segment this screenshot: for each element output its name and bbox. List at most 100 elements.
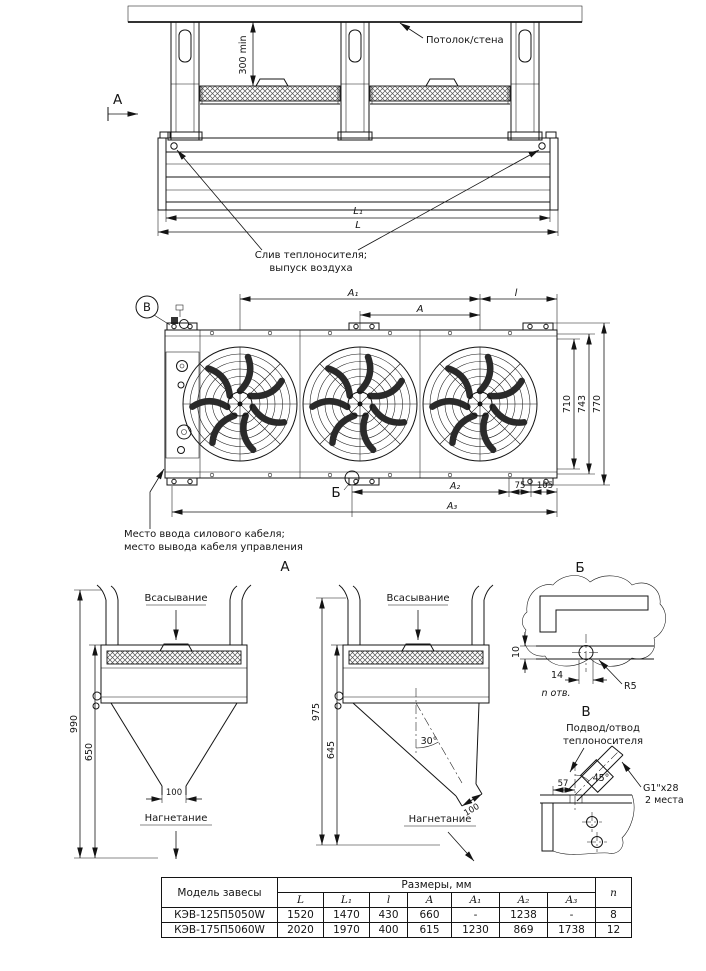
mount-tab bbox=[166, 322, 198, 331]
value-cell: 1520 bbox=[277, 907, 324, 923]
value-cell: - bbox=[547, 907, 596, 923]
dim-743-label: 743 bbox=[577, 395, 588, 413]
detail-v-circle bbox=[135, 295, 159, 319]
dim-L-label: L bbox=[355, 220, 361, 231]
dim-A: A bbox=[359, 304, 480, 330]
value-cell: 660 bbox=[407, 907, 452, 923]
fan-band-2 bbox=[369, 78, 511, 105]
col-A2: A₂ bbox=[499, 892, 548, 908]
drain-port-left bbox=[170, 142, 178, 150]
mount-tab bbox=[348, 322, 380, 331]
detail-b-title: Б bbox=[575, 560, 584, 576]
front-view: Потолок/стена 300 min А L₁ bbox=[107, 5, 583, 274]
ceiling-hatch bbox=[127, 5, 583, 23]
supply-note-line1: Подвод/отвод bbox=[566, 723, 640, 734]
hanger-bracket-3 bbox=[507, 21, 543, 141]
col-A1: A₁ bbox=[451, 892, 500, 908]
dim-A1: A₁ l bbox=[239, 288, 558, 330]
places-label: 2 места bbox=[645, 795, 684, 806]
hanger-bracket-1 bbox=[167, 21, 203, 141]
drain-port-right bbox=[538, 142, 546, 150]
dim-100-label: 100 bbox=[166, 788, 182, 798]
suction-label: Всасывание bbox=[144, 593, 207, 604]
value-cell: 1738 bbox=[547, 922, 596, 938]
col-l: l bbox=[369, 892, 408, 908]
view-a-label: А bbox=[113, 92, 123, 108]
detail-v-marker-label: В bbox=[143, 300, 151, 314]
value-cell: 2020 bbox=[277, 922, 324, 938]
value-cell: 400 bbox=[369, 922, 408, 938]
radius-label: R5 bbox=[624, 681, 637, 692]
drain-note-line2: выпуск воздуха bbox=[269, 263, 352, 274]
dim-l-label: l bbox=[515, 288, 518, 299]
fan-impeller-3 bbox=[423, 347, 537, 461]
suction-label: Всасывание bbox=[386, 593, 449, 604]
table-header-row: Модель завесы Размеры, мм n bbox=[161, 877, 632, 908]
section-a-title: А bbox=[280, 559, 290, 575]
detail-b: Б 10 14 n отв. R5 bbox=[511, 560, 666, 699]
dim-A2: A₂ 75 105 bbox=[351, 478, 558, 517]
dim-300-label: 300 min bbox=[238, 35, 249, 74]
dim-710: 710 bbox=[557, 338, 580, 470]
discharge-label: Нагнетание bbox=[145, 813, 208, 824]
value-cell: 1238 bbox=[499, 907, 548, 923]
table-row: КЭВ-175П5060W 2020 1970 400 615 1230 869… bbox=[161, 922, 632, 938]
model-header: Модель завесы bbox=[161, 877, 278, 908]
section-angled: Всасывание 30° 100 Нагнетание bbox=[311, 584, 494, 862]
table-subheader-row: L L₁ l A A₁ A₂ A₃ bbox=[162, 892, 632, 908]
model-cell: КЭВ-175П5060W bbox=[161, 922, 278, 938]
table-row: КЭВ-125П5050W 1520 1470 430 660 - 1238 -… bbox=[161, 907, 632, 923]
dim-A2-label: A₂ bbox=[449, 481, 460, 492]
drain-boss bbox=[344, 470, 360, 486]
value-cell: 1230 bbox=[451, 922, 500, 938]
ceiling-label: Потолок/стена bbox=[426, 35, 504, 46]
mount-tab bbox=[348, 477, 380, 486]
casing-screws bbox=[209, 330, 513, 478]
detail-v: В Подвод/отвод теплоносителя 45° 57 G1"х… bbox=[540, 704, 684, 855]
pipe-valve-icon bbox=[171, 304, 189, 329]
detail-b-marker-label: Б bbox=[331, 485, 340, 501]
dim-L: L bbox=[157, 210, 559, 236]
discharge-arrow-icon bbox=[447, 831, 475, 862]
fan-impeller-2 bbox=[303, 347, 417, 461]
dim-743: 743 bbox=[557, 333, 595, 475]
dim-650-label: 650 bbox=[84, 743, 95, 761]
value-cell: - bbox=[451, 907, 500, 923]
cable-note-line2: место вывода кабеля управления bbox=[124, 542, 303, 553]
dim-75-label: 75 bbox=[515, 481, 526, 491]
value-cell: 430 bbox=[369, 907, 408, 923]
n-cell: 12 bbox=[595, 922, 632, 938]
dim-57-label: 57 bbox=[558, 779, 569, 789]
hanger-bracket-2 bbox=[337, 21, 373, 141]
dim-10-label: 10 bbox=[511, 646, 522, 658]
cable-note-line1: Место ввода силового кабеля; bbox=[124, 529, 285, 540]
model-cell: КЭВ-125П5050W bbox=[161, 907, 278, 923]
mount-tab bbox=[522, 322, 554, 331]
dimensions-table: Модель завесы Размеры, мм n L L₁ l A A₁ … bbox=[161, 877, 632, 938]
value-cell: 1970 bbox=[323, 922, 370, 938]
col-A3: A₃ bbox=[547, 892, 596, 908]
cable-leader bbox=[149, 468, 165, 529]
holes-note-label: n отв. bbox=[541, 688, 570, 699]
thread-label: G1"х28 bbox=[643, 783, 679, 794]
dim-14-label: 14 bbox=[551, 670, 563, 681]
value-cell: 1470 bbox=[323, 907, 370, 923]
fan-impeller-1 bbox=[183, 347, 297, 461]
detail-v-title: В bbox=[581, 704, 590, 720]
dim-L1: L₁ bbox=[165, 206, 551, 222]
mount-tab bbox=[166, 477, 198, 486]
sizes-header: Размеры, мм bbox=[277, 877, 596, 893]
dim-105-label: 105 bbox=[537, 481, 553, 491]
ceiling-leader bbox=[399, 22, 424, 39]
angle-30-label: 30° bbox=[421, 736, 438, 747]
dim-L1-label: L₁ bbox=[353, 206, 363, 217]
dim-770: 770 bbox=[553, 322, 610, 486]
drain-note-line1: Слив теплоносителя; bbox=[255, 250, 367, 261]
value-cell: 615 bbox=[407, 922, 452, 938]
supply-note-line2: теплоносителя bbox=[563, 736, 643, 747]
supply-leader bbox=[569, 747, 585, 773]
col-L: L bbox=[277, 892, 324, 908]
bracket-section bbox=[539, 595, 649, 633]
